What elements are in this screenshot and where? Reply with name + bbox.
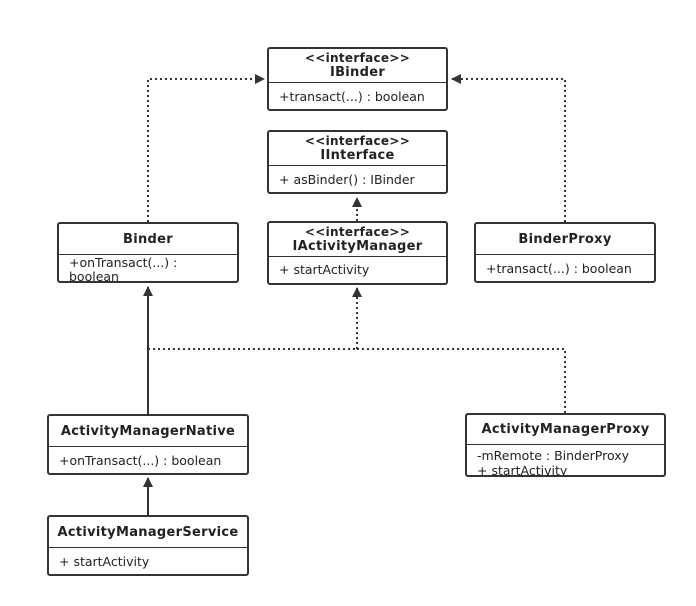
class-activitymanagerservice-member: + startActivity <box>59 554 150 569</box>
class-activitymanagerproxy-name: ActivityManagerProxy <box>481 422 650 437</box>
class-iactivitymanager-stereotype: <<interface>> <box>304 225 411 239</box>
class-iinterface-header: <<interface>> IInterface <box>269 132 446 166</box>
class-binder-header: Binder <box>59 224 237 255</box>
class-activitymanagernative-member: +onTransact(...) : boolean <box>59 453 222 468</box>
class-iinterface: <<interface>> IInterface + asBinder() : … <box>267 130 448 194</box>
class-iinterface-member: + asBinder() : IBinder <box>279 172 415 187</box>
class-activitymanagerproxy-members: -mRemote : BinderProxy + startActivity <box>467 445 664 477</box>
class-binderproxy-members: +transact(...) : boolean <box>476 255 654 276</box>
class-binderproxy-name: BinderProxy <box>518 231 612 247</box>
class-binder: Binder +onTransact(...) : boolean <box>57 222 239 283</box>
class-binder-members: +onTransact(...) : boolean <box>59 255 187 283</box>
relation-binderproxy-to-ibinder <box>451 74 566 222</box>
class-iinterface-members: + asBinder() : IBinder <box>269 166 446 187</box>
class-iactivitymanager-header: <<interface>> IActivityManager <box>269 223 446 257</box>
class-binder-member: +onTransact(...) : boolean <box>69 255 178 283</box>
class-activitymanagerservice-name: ActivityManagerService <box>57 524 239 540</box>
class-activitymanagernative-members: +onTransact(...) : boolean <box>49 447 247 468</box>
class-iactivitymanager-members: + startActivity <box>269 257 446 277</box>
class-ibinder: <<interface>> IBinder +transact(...) : b… <box>267 47 448 111</box>
class-activitymanagerproxy-member-remote: -mRemote : BinderProxy <box>477 448 630 463</box>
class-ibinder-stereotype: <<interface>> <box>304 51 411 65</box>
class-activitymanagerproxy-member-startactivity: + startActivity <box>477 463 568 477</box>
class-activitymanagernative: ActivityManagerNative +onTransact(...) :… <box>47 414 249 475</box>
class-activitymanagerproxy-header: ActivityManagerProxy <box>467 415 664 445</box>
class-activitymanagernative-header: ActivityManagerNative <box>49 416 247 447</box>
relation-activitymanagerproxy-to-iactivitymanager <box>357 348 566 413</box>
class-ibinder-header: <<interface>> IBinder <box>269 49 446 83</box>
class-activitymanagerservice-header: ActivityManagerService <box>49 517 247 548</box>
relation-binder-to-ibinder <box>147 74 265 222</box>
class-ibinder-name: IBinder <box>329 65 386 80</box>
class-iinterface-stereotype: <<interface>> <box>304 134 411 148</box>
class-binderproxy-header: BinderProxy <box>476 224 654 255</box>
class-binderproxy-member: +transact(...) : boolean <box>486 261 632 276</box>
class-iactivitymanager-member: + startActivity <box>279 262 370 277</box>
class-iactivitymanager-name: IActivityManager <box>292 239 423 254</box>
class-ibinder-member: +transact(...) : boolean <box>279 89 425 104</box>
class-ibinder-members: +transact(...) : boolean <box>269 83 446 104</box>
class-iinterface-name: IInterface <box>320 148 395 163</box>
class-iactivitymanager: <<interface>> IActivityManager + startAc… <box>267 221 448 285</box>
class-activitymanagerservice-members: + startActivity <box>49 548 247 569</box>
class-activitymanagerproxy: ActivityManagerProxy -mRemote : BinderPr… <box>465 413 666 477</box>
class-binder-name: Binder <box>123 231 173 247</box>
class-activitymanagernative-name: ActivityManagerNative <box>60 423 236 439</box>
class-binderproxy: BinderProxy +transact(...) : boolean <box>474 222 656 283</box>
class-activitymanagerservice: ActivityManagerService + startActivity <box>47 515 249 576</box>
